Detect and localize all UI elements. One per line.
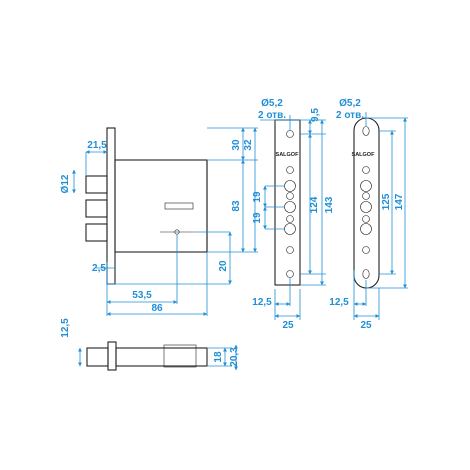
dim-plate-width-left: 25	[282, 320, 294, 331]
screw-hole-bottom	[286, 270, 294, 278]
dim-hole-count-right: 2 отв.	[336, 110, 364, 121]
faceplate-right: SALGOF Ø5,2 2 отв. 125 147 12,5 25	[329, 98, 408, 331]
screw-hole-top	[286, 130, 294, 138]
dim-plate-half-left: 12,5	[252, 297, 272, 308]
dim-bolt-spacing-b: 19	[252, 212, 263, 224]
dim-side-total: 20,3	[229, 347, 240, 367]
dim-hole-spacing-right: 125	[381, 193, 392, 210]
faceplate-left-body	[274, 119, 301, 286]
dim-faceplate-thickness: 2,5	[92, 263, 106, 274]
dim-side-bolt: 12,5	[60, 318, 71, 338]
bolt-hole-2	[284, 201, 296, 213]
faceplate-left: SALGOF Ø5,2 2 отв. 9,5 19 19 124 143 12,…	[252, 98, 335, 331]
logo-left: SALGOF	[276, 152, 300, 158]
dim-plate-half-right: 12,5	[329, 297, 349, 308]
bolt-hole-1	[284, 180, 296, 192]
side-faceplate	[107, 341, 117, 371]
side-view: 12,5 18 20,3	[60, 318, 240, 371]
bolt-1	[85, 175, 108, 194]
dim-hole-offset-left: 9,5	[310, 108, 321, 122]
bolt-2	[85, 199, 108, 218]
dim-case-depth: 86	[151, 303, 163, 314]
dim-bolt-diameter: Ø12	[60, 174, 71, 193]
front-faceplate	[106, 127, 116, 285]
faceplate-right-body	[353, 117, 380, 289]
dim-backset: 53,5	[132, 290, 152, 301]
side-bolt	[86, 347, 109, 367]
handle-slot	[164, 202, 194, 210]
dim-hole-diameter-right: Ø5,2	[339, 98, 361, 109]
bolt-3	[85, 223, 108, 242]
dim-plate-length-left: 143	[324, 196, 335, 213]
dim-hole-diameter-left: Ø5,2	[261, 98, 283, 109]
dim-top-offset-2: 32	[243, 139, 254, 151]
front-view: Ø12 21,5 30 32 83 20 2,5 53,5 86	[60, 127, 258, 316]
dim-hole-count-left: 2 отв.	[258, 110, 286, 121]
dim-plate-width-right: 25	[360, 320, 372, 331]
screw-hole-bottom-right	[362, 269, 370, 279]
logo-right: SALGOF	[352, 152, 376, 158]
screw-hole-top-right	[362, 126, 370, 136]
dim-plate-length-right: 147	[394, 193, 405, 210]
dim-top-offset: 30	[231, 139, 242, 151]
bolt-hole-3	[284, 223, 296, 235]
dim-side-height: 18	[213, 351, 224, 363]
keyhole-icon	[160, 229, 195, 235]
dim-hole-spacing-left: 124	[309, 196, 320, 213]
dim-case-height: 83	[231, 200, 242, 212]
dim-key-offset: 20	[218, 260, 229, 272]
side-case	[115, 347, 208, 367]
side-handle-housing	[163, 344, 197, 368]
dim-bolt-spacing-a: 19	[252, 191, 263, 203]
dim-bolt-length: 21,5	[87, 140, 107, 151]
